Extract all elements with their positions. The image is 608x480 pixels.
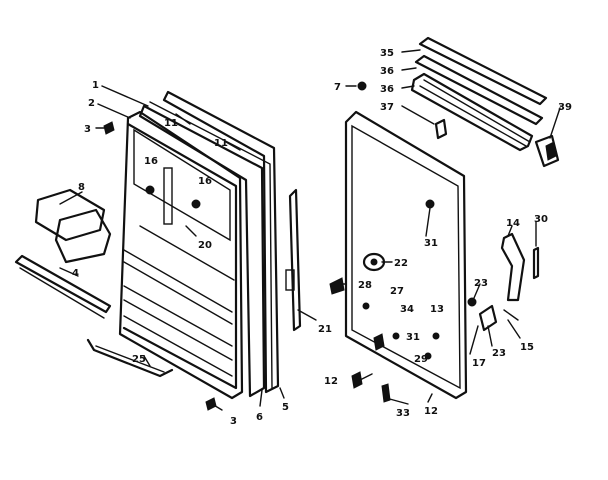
callout-29: 29 <box>414 354 428 365</box>
callout-31-lower: 31 <box>406 332 420 343</box>
hinge-cover-39 <box>534 134 560 168</box>
callout-20: 20 <box>198 240 212 251</box>
callout-37: 37 <box>380 102 394 113</box>
callout-31-upper: 31 <box>424 238 438 249</box>
screw-7 <box>357 81 367 91</box>
callout-23-a: 23 <box>474 278 488 289</box>
callout-12-right: 12 <box>424 406 438 417</box>
shelf-rail <box>14 254 112 319</box>
callout-21: 21 <box>318 324 332 335</box>
callout-3-lower: 3 <box>230 416 237 427</box>
callout-5: 5 <box>282 402 289 413</box>
callout-11-left-b: 11 <box>214 138 228 149</box>
door-breaker-strip <box>162 90 280 394</box>
screw-16-left <box>191 199 201 209</box>
callout-7: 7 <box>334 82 341 93</box>
callout-16-right: 23 <box>492 348 506 359</box>
screw-18 <box>145 185 155 195</box>
callout-17: 17 <box>472 358 486 369</box>
callout-1: 1 <box>92 80 99 91</box>
callout-35: 35 <box>380 48 394 59</box>
callout-2: 2 <box>88 98 95 109</box>
callout-14: 14 <box>506 218 520 229</box>
top-trim-upper <box>418 36 548 106</box>
latch-22 <box>362 252 386 272</box>
top-trim-middle <box>414 54 544 126</box>
handle-screw-30 <box>532 246 540 280</box>
callout-30: 30 <box>534 214 548 225</box>
shelf-fronts <box>34 188 112 264</box>
callout-10: 13 <box>430 304 444 315</box>
door-gasket <box>138 101 273 398</box>
callout-16: 16 <box>198 176 212 187</box>
callout-18: 16 <box>144 156 158 167</box>
callout-8: 8 <box>78 182 85 193</box>
small-hardware <box>351 199 477 403</box>
grille-clip <box>434 118 448 140</box>
hinge-bracket <box>478 304 519 332</box>
top-grille <box>410 72 534 152</box>
screw-3-upper <box>95 121 115 135</box>
inner-door-panel <box>118 110 244 400</box>
callout-33: 33 <box>396 408 410 419</box>
callout-34: 34 <box>400 304 414 315</box>
screw-3-lower <box>205 397 217 411</box>
callout-25: 25 <box>132 354 146 365</box>
part-28 <box>329 277 345 295</box>
callout-11-left: 11 <box>164 118 178 129</box>
callout-22: 22 <box>394 258 408 269</box>
callout-28: 28 <box>358 280 372 291</box>
door-handle <box>500 232 526 302</box>
callout-12-left: 12 <box>324 376 338 387</box>
callout-36-a: 36 <box>380 66 394 77</box>
bottom-shelf-bar <box>86 338 174 378</box>
callout-3-upper: 3 <box>84 124 91 135</box>
callout-15: 15 <box>520 342 534 353</box>
outer-door-panel <box>344 110 468 400</box>
leader-lines <box>59 49 561 411</box>
callout-labels: 1 2 3 11 11 16 16 8 20 4 25 3 6 5 21 35 … <box>72 48 572 427</box>
callout-27: 27 <box>390 286 404 297</box>
callout-39: 39 <box>558 102 572 113</box>
callout-36-b: 36 <box>380 84 394 95</box>
door-trim-strip <box>285 188 302 332</box>
callout-4: 4 <box>72 268 79 279</box>
callout-6: 6 <box>256 412 263 423</box>
